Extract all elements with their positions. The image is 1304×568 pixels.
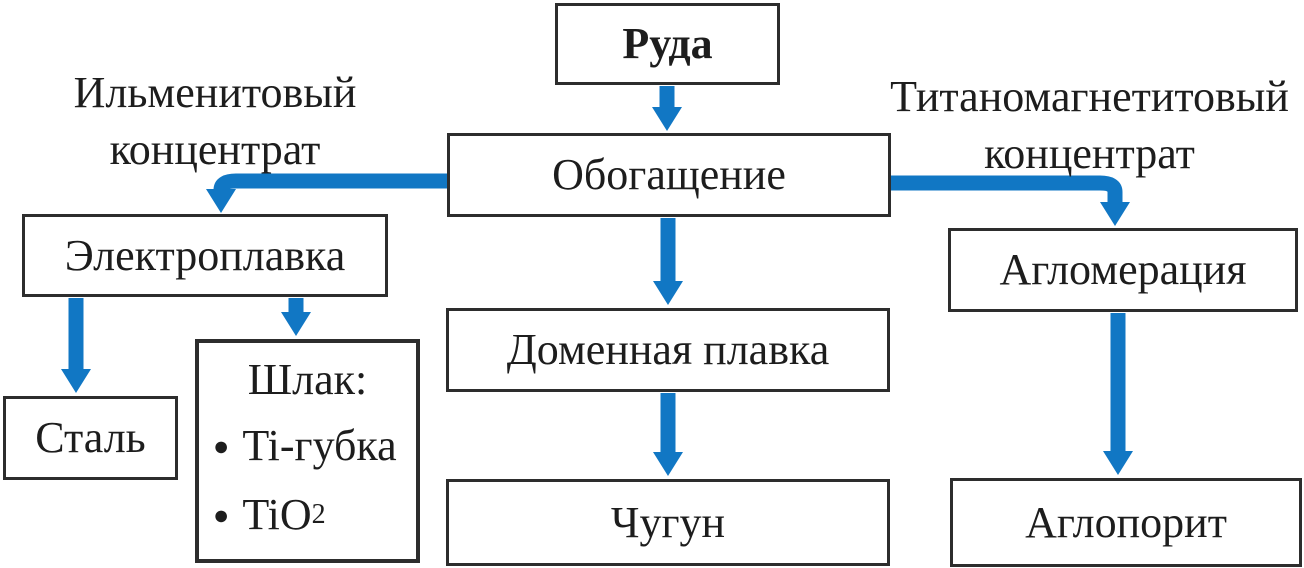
node-agloporit: Аглопорит bbox=[950, 478, 1302, 567]
node-domennaya-plavka: Доменная плавка bbox=[446, 308, 890, 392]
node-obogashchenie: Обогащение bbox=[447, 133, 891, 217]
label-line-1: Ильменитовый bbox=[73, 68, 357, 117]
label-line-2: концентрат bbox=[109, 125, 321, 174]
arrow-obogashchenie-to-aglomeratsiya bbox=[890, 175, 1130, 226]
bullet-icon: ● bbox=[213, 499, 230, 530]
node-ruda: Руда bbox=[555, 3, 780, 85]
label-ilmenite-concentrate: Ильменитовый концентрат bbox=[35, 64, 395, 178]
bullet-icon: ● bbox=[213, 430, 230, 461]
shlak-item-text: Ti-губка bbox=[242, 421, 397, 470]
label-line-2: концентрат bbox=[984, 129, 1195, 178]
arrow-obogashchenie-to-elektroplavka bbox=[206, 173, 447, 213]
label-titanomagnetite-concentrate: Титаномагнетитовый концентрат bbox=[875, 68, 1304, 182]
label-line-1: Титаномагнетитовый bbox=[890, 72, 1289, 121]
node-chugun: Чугун bbox=[446, 479, 890, 566]
shlak-item-ti-gubka: ● Ti-губка bbox=[213, 422, 416, 470]
node-stal: Сталь bbox=[3, 396, 178, 480]
shlak-title: Шлак: bbox=[247, 355, 368, 404]
node-elektroplavka: Электроплавка bbox=[22, 214, 388, 297]
node-aglomeratsiya: Агломерация bbox=[948, 228, 1298, 312]
shlak-item-text: TiO bbox=[242, 490, 312, 539]
